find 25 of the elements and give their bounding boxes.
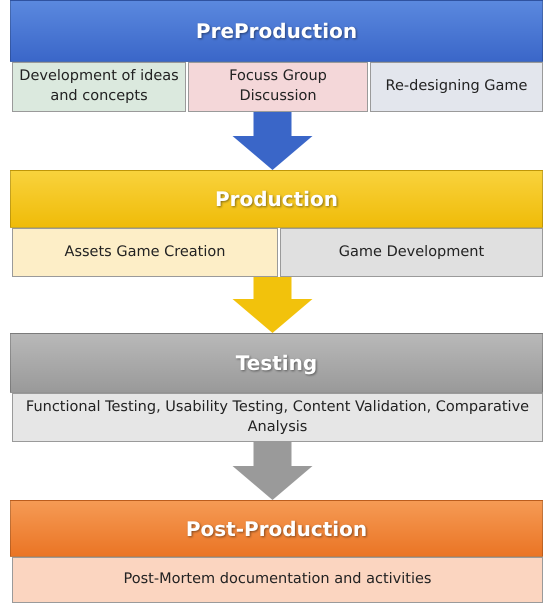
block-arrow [232,112,312,170]
task-box [12,557,543,603]
block-arrow [232,442,312,500]
stage-header-band [10,0,543,62]
stage-header-band [10,333,543,393]
task-text: Re-designing Game [386,77,528,96]
block-arrow [232,277,312,333]
stage-header-band [10,500,543,557]
stage-title: Testing [236,351,318,375]
task-text: Functional Testing, Usability Testing, Content Validation, Comparative Analysis [24,398,530,436]
task-box [12,62,186,112]
stage-title: Post-Production [186,516,368,540]
task-text: Focuss Group Discussion [228,67,328,106]
task-box [188,62,368,112]
task-box [12,228,278,277]
task-box [280,228,543,277]
stage-header-band [10,170,543,228]
task-text: Post-Mortem documentation and activities [124,570,432,590]
stage-title: PreProduction [196,19,358,43]
stage-title: Production [214,187,338,211]
task-box [12,393,543,442]
task-text: Development of ideas and concepts [19,67,179,106]
task-box [370,62,543,112]
task-text: Assets Game Creation [64,242,226,262]
task-text: Game Development [338,242,484,262]
